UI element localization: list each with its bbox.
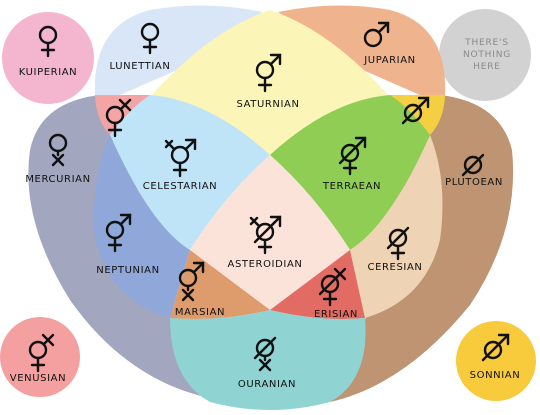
- note-bubble: [439, 9, 531, 101]
- juparian-label: JUPARIAN: [363, 55, 416, 66]
- marsian-label: MARSIAN: [175, 307, 225, 318]
- neptunian-label: NEPTUNIAN: [96, 265, 159, 276]
- kuiperian-label: KUIPERIAN: [19, 67, 78, 78]
- celestarian-region: [110, 95, 270, 250]
- mercurian-label: MERCURIAN: [25, 174, 90, 185]
- ouranian-region: [170, 310, 366, 410]
- lunettian-region: [94, 5, 262, 96]
- venusian-label: VENUSIAN: [10, 373, 66, 384]
- lunettian-label: LUNETTIAN: [110, 61, 171, 72]
- note-line-1: THERE'S: [464, 38, 509, 48]
- corner-right-region: [390, 95, 445, 135]
- juparian-region: [278, 5, 446, 96]
- kuiperian-bubble: [2, 12, 94, 104]
- note-line-2: NOTHING: [463, 50, 511, 60]
- sonnian-label: SONNIAN: [470, 370, 521, 381]
- saturnian-label: SATURNIAN: [236, 99, 299, 110]
- note-line-3: HERE: [473, 62, 501, 72]
- asteroidian-region: [190, 155, 350, 310]
- ceresian-label: CERESIAN: [368, 262, 423, 273]
- ceresian-region: [350, 135, 443, 318]
- marsian-region: [170, 250, 270, 319]
- erisian-region: [270, 250, 365, 319]
- terraean-label: TERRAEAN: [322, 181, 381, 192]
- erisian-label: ERISIAN: [314, 309, 358, 320]
- sonnian-bubble: [456, 321, 536, 401]
- celestarian-label: CELESTARIAN: [143, 181, 218, 192]
- neptunian-region: [94, 135, 190, 318]
- ouranian-label: OURANIAN: [238, 379, 296, 390]
- asteroidian-label: ASTEROIDIAN: [228, 259, 303, 270]
- saturnian-region: [150, 10, 390, 155]
- plutoean-label: PLUTOEAN: [445, 177, 503, 188]
